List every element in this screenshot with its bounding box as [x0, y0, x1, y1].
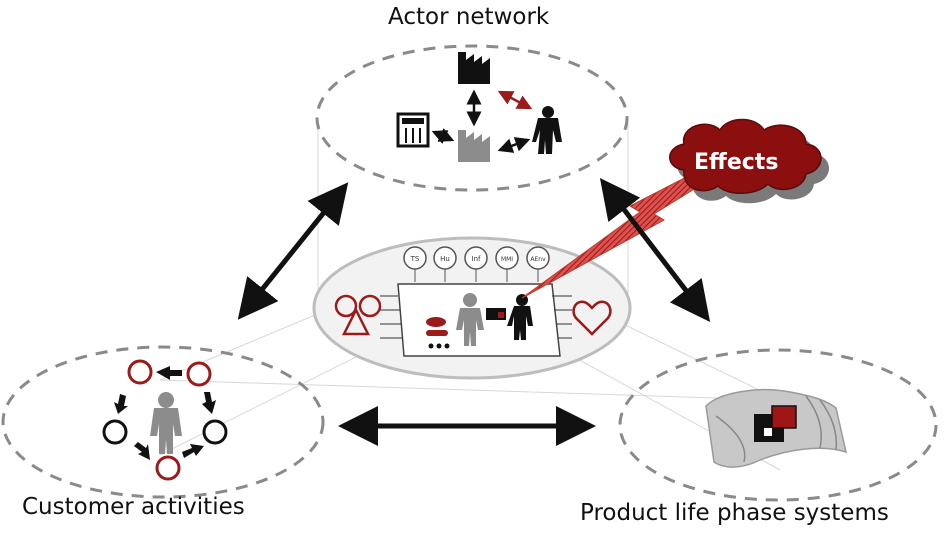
product-life-phase-icons	[705, 388, 848, 468]
activity-circle-bottom	[155, 455, 181, 481]
circle-label-hu: Hu	[440, 255, 450, 263]
central-system-content: TS Hu Inf MMI AEnv	[334, 246, 612, 357]
red-bar	[426, 330, 448, 336]
red-square-icon	[771, 405, 797, 429]
circle-label-inf: Inf	[472, 255, 482, 263]
grey-person-icon	[456, 293, 484, 346]
product-life-phase-ellipse	[618, 348, 938, 502]
activity-circle-top	[127, 359, 153, 385]
actor-network-label: Actor network	[388, 4, 550, 30]
machine-icon	[486, 308, 506, 320]
activity-circle-left	[102, 419, 128, 445]
person-icon-black	[532, 106, 562, 154]
arrow-factory-person	[497, 137, 531, 153]
factory-icon-grey	[458, 130, 490, 162]
sheet-curve-1	[715, 415, 746, 463]
factory-icon-black	[458, 52, 490, 84]
arrow-actor-product	[599, 178, 711, 322]
dots-icon	[428, 343, 450, 349]
activity-circle-top-right	[186, 361, 212, 387]
arrow-calc-factory	[431, 128, 455, 144]
grey-center-person-icon	[150, 392, 182, 454]
customer-activities-label: Customer activities	[22, 494, 245, 520]
actor-network-icons	[396, 52, 562, 162]
circle-label-mmi: MMI	[501, 256, 513, 263]
arrow-red-factory-person	[497, 90, 533, 110]
process-circles	[403, 246, 550, 282]
white-gap	[764, 428, 772, 436]
customer-activities-icons	[102, 359, 228, 481]
red-oval	[426, 317, 446, 327]
circle-label-ts: TS	[410, 255, 420, 263]
product-life-phase-label: Product life phase systems	[580, 500, 889, 526]
circle-label-aenv: AEnv	[530, 256, 546, 263]
arrow-actor-customer	[237, 182, 349, 320]
customer-activities-ellipse	[1, 345, 325, 499]
cycle-arrows-icon	[114, 366, 216, 460]
activity-circle-right	[202, 419, 228, 445]
dark-person-icon	[507, 294, 533, 340]
actor-network-ellipse	[315, 44, 629, 192]
sheet-curve-2	[805, 395, 822, 449]
sheet-curve-3	[819, 399, 838, 451]
calculator-icon	[396, 112, 430, 148]
effects-cloud	[669, 118, 822, 194]
effects-label: Effects	[694, 150, 779, 175]
